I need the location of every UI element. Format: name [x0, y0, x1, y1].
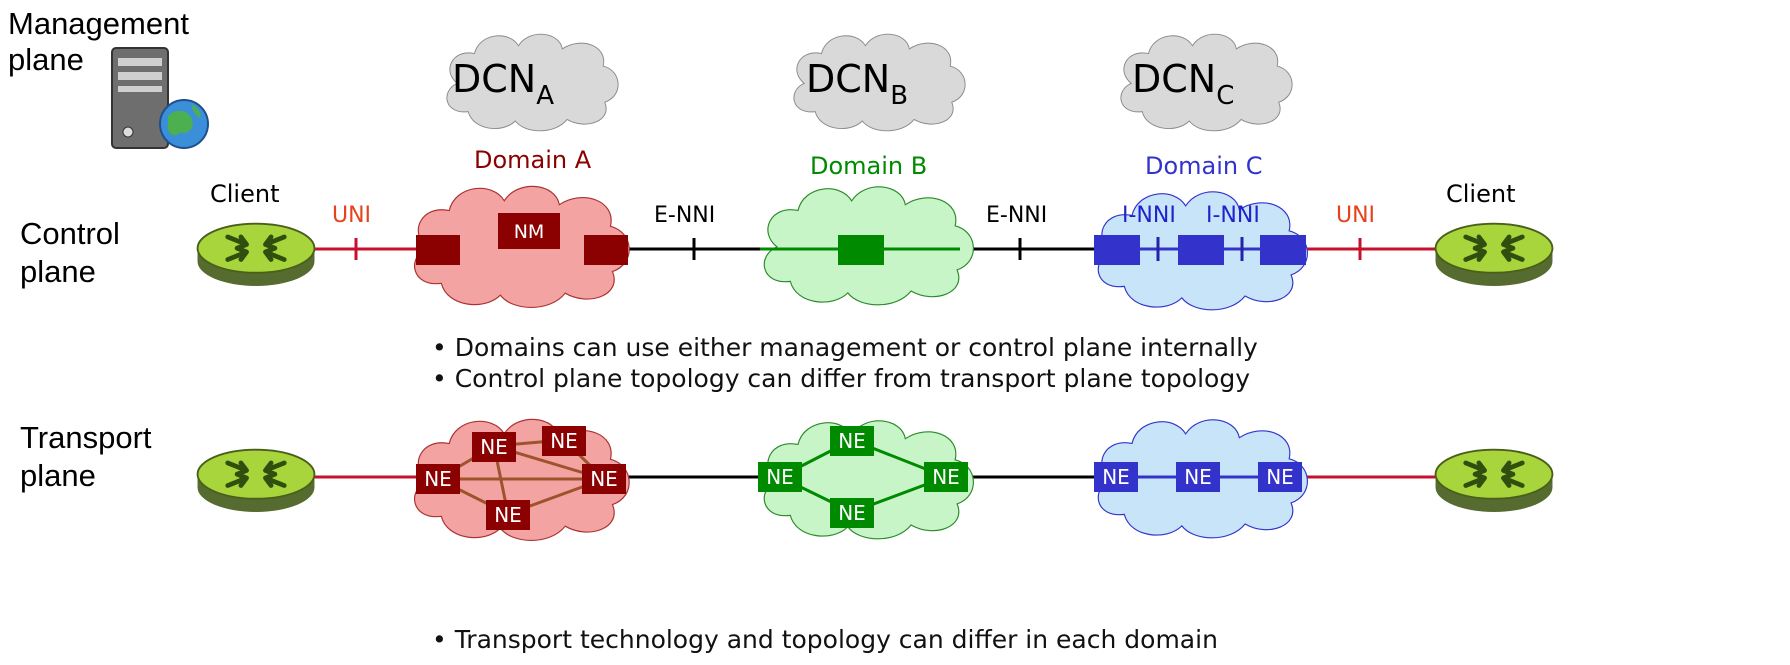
dcn-c-main: DCN — [1132, 57, 1216, 101]
ne-b4-label: NE — [838, 501, 866, 525]
domain-c-label: Domain C — [1145, 152, 1263, 180]
ne-b1: NE — [758, 462, 802, 492]
nm-node: NM — [498, 213, 560, 249]
ne-a4: NE — [582, 464, 626, 494]
svg-text:DCNA: DCNA — [452, 57, 554, 111]
domain-a-label: Domain A — [474, 146, 592, 174]
ne-c3: NE — [1258, 462, 1302, 492]
transport-plane-label-line1: Transport — [20, 420, 152, 455]
dcn-c-sub: C — [1216, 81, 1234, 111]
ne-c1-label: NE — [1102, 465, 1130, 489]
ne-b2: NE — [830, 426, 874, 456]
control-node-c1 — [1094, 235, 1140, 265]
dcn-a-sub: A — [536, 81, 554, 111]
management-plane-label-line1: Management — [8, 6, 189, 41]
enni-label-2: E-NNI — [986, 203, 1047, 228]
dcn-a-main: DCN — [452, 57, 536, 101]
transport-plane-label-line2: plane — [20, 458, 96, 493]
ne-a2: NE — [472, 432, 516, 462]
ne-a2-label: NE — [480, 435, 508, 459]
control-node-c2 — [1178, 235, 1224, 265]
client-router-right-control — [1436, 224, 1553, 286]
control-plane-label-line2: plane — [20, 254, 96, 289]
dcn-c-cloud: DCNC — [1120, 33, 1293, 132]
client-router-left-control — [198, 224, 315, 286]
control-note-1: • Domains can use either management or c… — [432, 333, 1258, 362]
client-router-left-transport — [198, 450, 315, 512]
server-globe-icon — [111, 47, 209, 149]
client-right-label: Client — [1446, 180, 1515, 208]
client-left-label: Client — [210, 180, 279, 208]
inni-label-1: I-NNI — [1122, 203, 1176, 228]
inni-label-2: I-NNI — [1206, 203, 1260, 228]
ne-c2: NE — [1176, 462, 1220, 492]
ne-a5: NE — [486, 500, 530, 530]
dcn-b-sub: B — [890, 81, 908, 111]
transport-note-1: • Transport technology and topology can … — [432, 625, 1218, 654]
control-plane-notes: • Domains can use either management or c… — [432, 332, 1258, 394]
control-node-c3 — [1260, 235, 1306, 265]
ne-a5-label: NE — [494, 503, 522, 527]
ne-a3: NE — [542, 426, 586, 456]
ne-c3-label: NE — [1266, 465, 1294, 489]
interface-ticks — [354, 237, 1362, 261]
ne-a1: NE — [416, 464, 460, 494]
enni-label-1: E-NNI — [654, 203, 715, 228]
ne-a4-label: NE — [590, 467, 618, 491]
ne-b3: NE — [924, 462, 968, 492]
ne-a3-label: NE — [550, 429, 578, 453]
nm-label: NM — [514, 221, 545, 243]
ne-c2-label: NE — [1184, 465, 1212, 489]
control-node-a-left — [416, 235, 460, 265]
dcn-a-cloud: DCNA — [446, 33, 619, 132]
uni-right-label: UNI — [1336, 203, 1375, 228]
client-router-right-transport — [1436, 450, 1553, 512]
domain-b-label: Domain B — [810, 152, 927, 180]
management-plane-label-line2: plane — [8, 42, 84, 77]
control-node-b — [838, 235, 884, 265]
control-node-a-right — [584, 235, 628, 265]
control-plane-label-line1: Control — [20, 216, 120, 251]
uni-left-label: UNI — [332, 203, 371, 228]
svg-text:DCNB: DCNB — [806, 57, 908, 111]
svg-text:DCNC: DCNC — [1132, 57, 1234, 111]
ne-b1-label: NE — [766, 465, 794, 489]
ne-c1: NE — [1094, 462, 1138, 492]
ne-b3-label: NE — [932, 465, 960, 489]
transport-plane-notes: • Transport technology and topology can … — [432, 624, 1218, 655]
ne-b2-label: NE — [838, 429, 866, 453]
dcn-b-cloud: DCNB — [793, 33, 966, 132]
ne-a1-label: NE — [424, 467, 452, 491]
dcn-b-main: DCN — [806, 57, 890, 101]
ne-b4: NE — [830, 498, 874, 528]
control-note-2: • Control plane topology can differ from… — [432, 364, 1250, 393]
